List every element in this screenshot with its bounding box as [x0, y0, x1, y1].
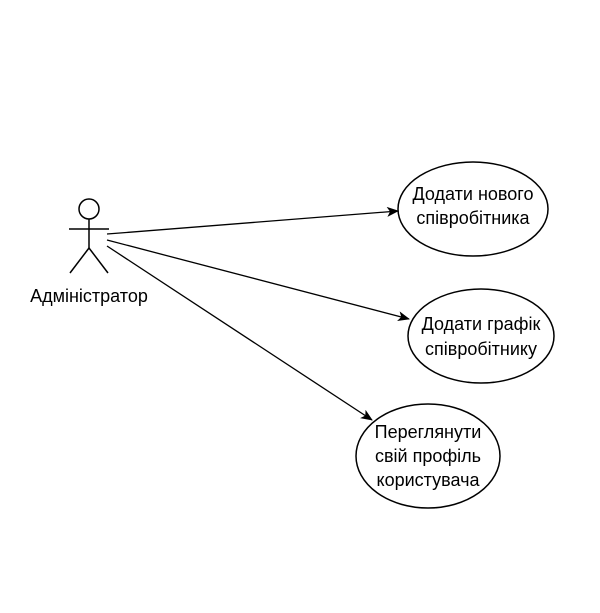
use-case-label-line: співробітника [416, 208, 530, 228]
actor-head [78, 198, 100, 220]
association-arrow-1 [106, 206, 399, 235]
actor-figure [69, 198, 109, 274]
association-arrow-3 [106, 245, 373, 421]
use-case-view-profile: Переглянути свій профіль користувача [355, 403, 501, 509]
use-case-label-line: свій профіль [375, 446, 481, 466]
association-arrow-2 [106, 239, 410, 322]
use-case-label-line: Додати графік [422, 314, 541, 334]
use-case-label-line: Переглянути [375, 422, 482, 442]
associations [106, 206, 410, 421]
use-case-add-employee: Додати нового співробітника [397, 161, 549, 257]
actor-right-leg [88, 247, 109, 274]
use-case-label-line: співробітнику [425, 339, 537, 359]
use-case-ellipse [407, 288, 555, 384]
use-case-ellipse [355, 403, 501, 509]
use-case-label-line: Додати нового [413, 184, 534, 204]
use-case-label-line: користувача [377, 470, 481, 490]
actor-left-leg [69, 247, 90, 274]
use-case-ellipse [397, 161, 549, 257]
use-case-add-schedule: Додати графік співробітнику [407, 288, 555, 384]
actor-label: Адміністратор [30, 286, 148, 306]
